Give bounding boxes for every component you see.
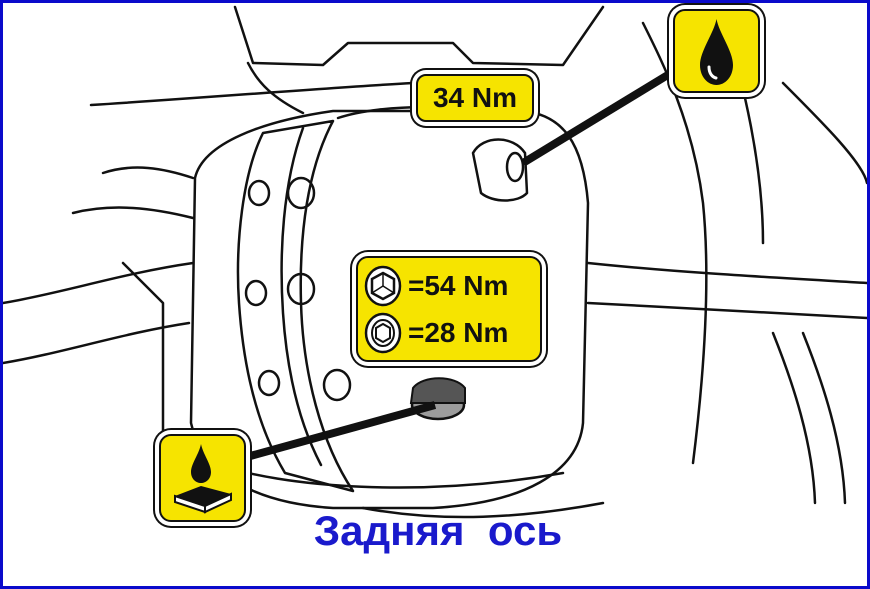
crossmember-edge <box>89 81 415 107</box>
bolt-torque-callout: =54 Nm =28 Nm <box>356 256 542 362</box>
left-panel-2 <box>71 206 195 220</box>
sealant-icon <box>174 444 232 514</box>
housing-bottom-face <box>211 461 565 489</box>
socket-bolt-icon <box>364 312 402 353</box>
right-tube-1 <box>586 261 867 285</box>
socket-bolt-row: =28 Nm <box>364 312 534 354</box>
cover-inner <box>280 126 323 467</box>
left-mount-lower <box>3 321 191 365</box>
flange-bolts <box>244 176 352 402</box>
oil-leader-line <box>520 69 674 167</box>
drain-plug-top <box>409 377 466 404</box>
housing-outline <box>189 109 590 510</box>
drain-plug-sealant-callout <box>159 434 246 522</box>
fill-plug <box>505 151 525 183</box>
upper-arm <box>246 61 305 115</box>
fill-plug-torque-callout: 34 Nm <box>416 74 534 122</box>
hex-bolt-icon <box>364 265 402 306</box>
oil-drop-icon <box>700 19 733 85</box>
hex-bolt-torque: =54 Nm <box>408 269 509 301</box>
oil-fill-callout <box>673 9 760 93</box>
right-frame-3 <box>781 81 867 185</box>
hex-bolt-row: =54 Nm <box>364 265 534 307</box>
right-rod <box>771 331 817 505</box>
seal-leader-line <box>241 401 437 462</box>
lower-arm <box>361 501 605 519</box>
right-rod-2 <box>801 331 847 505</box>
diagram-caption: Задняя ось <box>313 507 563 554</box>
crossmember-outline <box>233 5 605 67</box>
cover-flange <box>236 119 355 493</box>
left-mount <box>3 261 195 305</box>
socket-bolt-torque: =28 Nm <box>408 316 509 348</box>
left-panel <box>101 166 195 180</box>
fill-plug-boss <box>471 138 529 202</box>
right-tube-2 <box>586 301 867 320</box>
fill-plug-torque: 34 Nm <box>432 82 518 113</box>
